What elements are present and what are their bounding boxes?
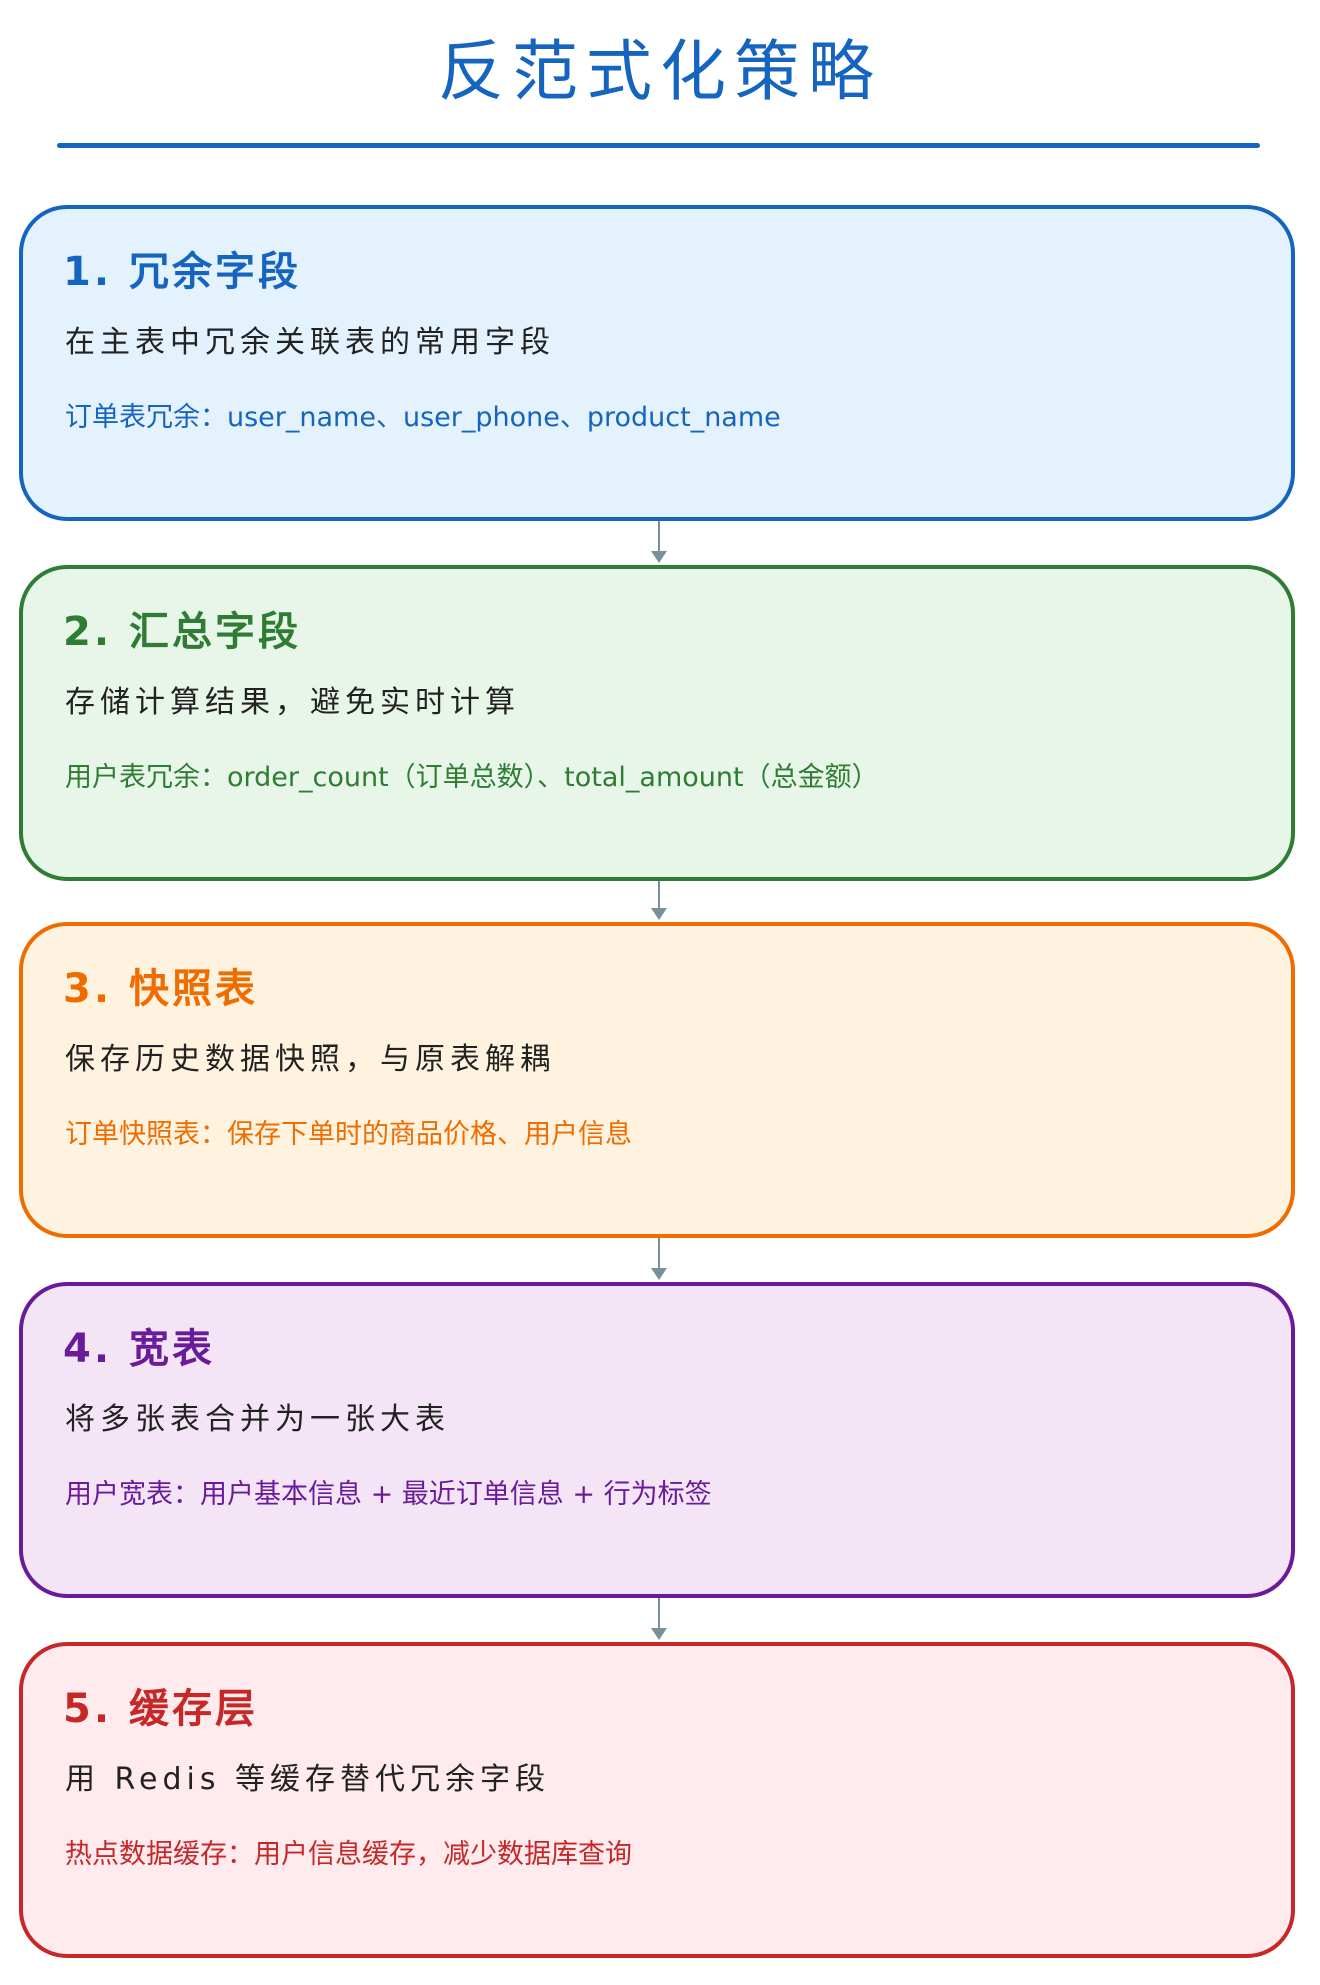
strategy-card-snapshot-table: 3. 快照表保存历史数据快照，与原表解耦订单快照表：保存下单时的商品价格、用户信…: [19, 922, 1295, 1238]
card-heading: 3. 快照表: [63, 966, 258, 1012]
card-description: 用 Redis 等缓存替代冗余字段: [65, 1762, 551, 1797]
card-heading: 2. 汇总字段: [63, 609, 301, 655]
strategy-card-cache-layer: 5. 缓存层用 Redis 等缓存替代冗余字段热点数据缓存：用户信息缓存，减少数…: [19, 1642, 1295, 1958]
diagram-title: 反范式化策略: [438, 33, 882, 110]
flow-arrow-down-icon: [651, 881, 667, 922]
card-description: 将多张表合并为一张大表: [65, 1402, 450, 1437]
card-example: 热点数据缓存：用户信息缓存，减少数据库查询: [65, 1839, 632, 1870]
card-heading: 1. 冗余字段: [63, 249, 301, 295]
card-description: 存储计算结果，避免实时计算: [65, 685, 520, 720]
title-divider: [57, 143, 1260, 148]
card-heading: 5. 缓存层: [63, 1686, 258, 1732]
card-example: 订单表冗余：user_name、user_phone、product_name: [65, 402, 781, 433]
card-example: 用户宽表：用户基本信息 + 最近订单信息 + 行为标签: [65, 1479, 712, 1510]
card-heading: 4. 宽表: [63, 1326, 215, 1372]
card-description: 在主表中冗余关联表的常用字段: [65, 325, 555, 360]
strategy-card-redundant-fields: 1. 冗余字段在主表中冗余关联表的常用字段订单表冗余：user_name、use…: [19, 205, 1295, 521]
strategy-card-wide-table: 4. 宽表将多张表合并为一张大表用户宽表：用户基本信息 + 最近订单信息 + 行…: [19, 1282, 1295, 1598]
card-example: 订单快照表：保存下单时的商品价格、用户信息: [65, 1119, 632, 1150]
strategy-card-summary-fields: 2. 汇总字段存储计算结果，避免实时计算用户表冗余：order_count（订单…: [19, 565, 1295, 881]
card-description: 保存历史数据快照，与原表解耦: [65, 1042, 555, 1077]
flow-arrow-down-icon: [651, 1238, 667, 1282]
flow-arrow-down-icon: [651, 1598, 667, 1642]
flow-arrow-down-icon: [651, 521, 667, 565]
card-example: 用户表冗余：order_count（订单总数）、total_amount（总金额…: [65, 762, 879, 793]
